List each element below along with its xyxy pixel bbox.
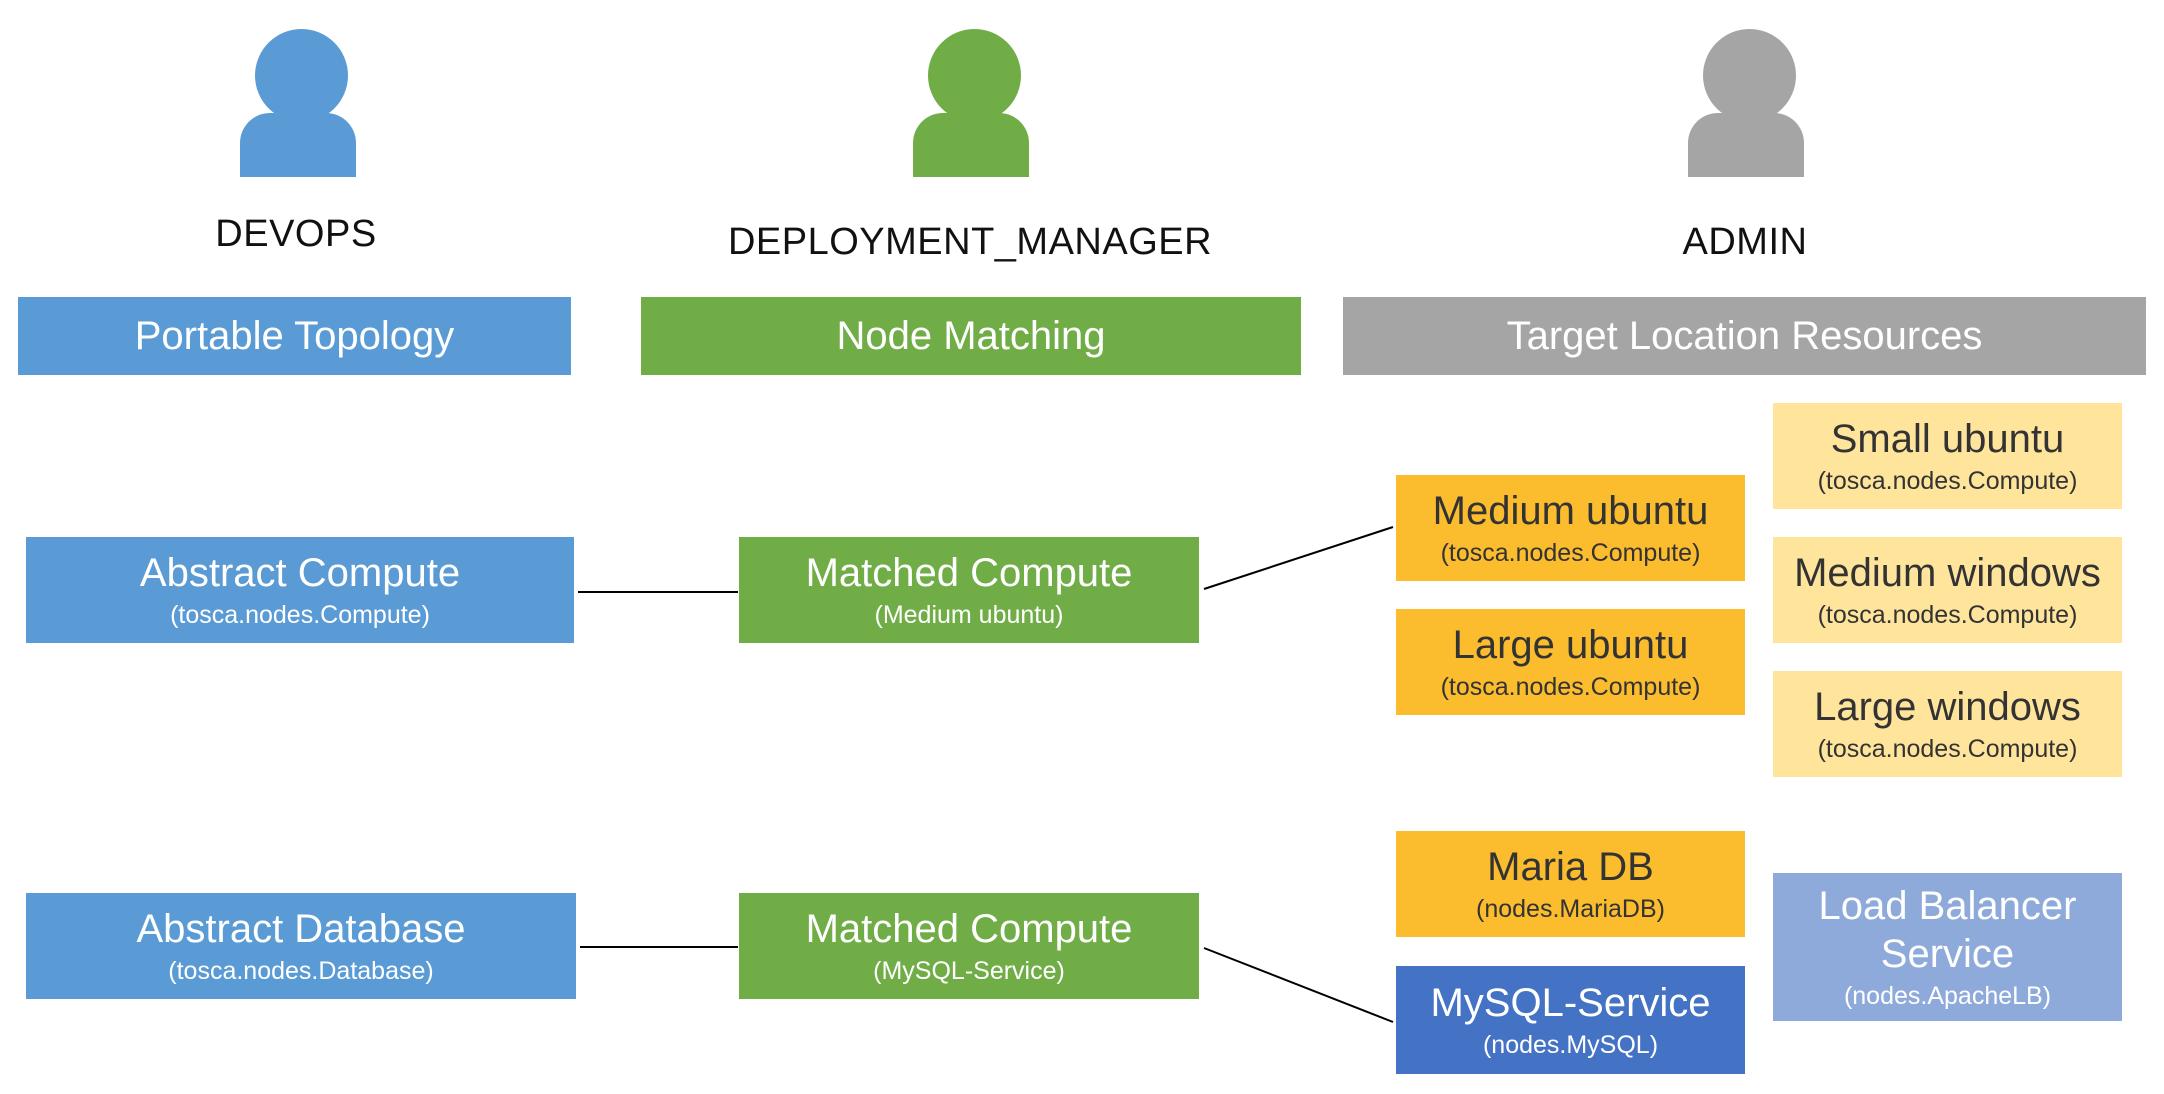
- role-label-devops: DEVOPS: [215, 213, 377, 255]
- admin-person-icon: [1688, 29, 1808, 177]
- resource-title: MySQL-Service: [1430, 981, 1711, 1025]
- role-label-deployment-manager: DEPLOYMENT_MANAGER: [727, 221, 1213, 263]
- resource-type: (nodes.MySQL): [1482, 1031, 1659, 1059]
- resource-medium-ubuntu[interactable]: Medium ubuntu (tosca.nodes.Compute): [1396, 475, 1745, 581]
- header-portable-topology: Portable Topology: [18, 297, 571, 375]
- abstract-database-title: Abstract Database: [136, 907, 466, 951]
- resource-large-ubuntu[interactable]: Large ubuntu (tosca.nodes.Compute): [1396, 609, 1745, 715]
- resource-maria-db[interactable]: Maria DB (nodes.MariaDB): [1396, 831, 1745, 937]
- link-matched-database-to-mysql: [1203, 947, 1394, 1023]
- resource-title: Large windows: [1814, 685, 2081, 729]
- resource-type: (nodes.MariaDB): [1476, 895, 1665, 923]
- resource-type: (tosca.nodes.Compute): [1817, 601, 2078, 629]
- abstract-compute-title: Abstract Compute: [139, 551, 461, 595]
- matched-database-node[interactable]: Matched Compute (MySQL-Service): [739, 893, 1199, 999]
- abstract-compute-type: (tosca.nodes.Compute): [170, 601, 430, 629]
- deployment-manager-person-icon: [913, 29, 1033, 177]
- resource-title: Large ubuntu: [1452, 623, 1689, 667]
- resource-type: (nodes.ApacheLB): [1843, 982, 2052, 1010]
- matched-compute-node[interactable]: Matched Compute (Medium ubuntu): [739, 537, 1199, 643]
- header-target-location-resources: Target Location Resources: [1343, 297, 2146, 375]
- matched-database-title: Matched Compute: [805, 907, 1133, 951]
- header-node-matching: Node Matching: [641, 297, 1301, 375]
- matched-compute-type: (Medium ubuntu): [874, 601, 1064, 629]
- resource-medium-windows[interactable]: Medium windows (tosca.nodes.Compute): [1773, 537, 2122, 643]
- resource-type: (tosca.nodes.Compute): [1440, 673, 1701, 701]
- abstract-database-type: (tosca.nodes.Database): [168, 957, 434, 985]
- resource-large-windows[interactable]: Large windows (tosca.nodes.Compute): [1773, 671, 2122, 777]
- resource-title: Load Balancer Service: [1818, 884, 2077, 976]
- matched-compute-title: Matched Compute: [805, 551, 1133, 595]
- resource-type: (tosca.nodes.Compute): [1440, 539, 1701, 567]
- abstract-database-node[interactable]: Abstract Database (tosca.nodes.Database): [26, 893, 576, 999]
- abstract-compute-node[interactable]: Abstract Compute (tosca.nodes.Compute): [26, 537, 574, 643]
- resource-title: Small ubuntu: [1830, 417, 2065, 461]
- link-matched-compute-to-medium-ubuntu: [1203, 526, 1394, 590]
- resource-title: Maria DB: [1487, 845, 1654, 889]
- resource-type: (tosca.nodes.Compute): [1817, 735, 2078, 763]
- resource-title: Medium windows: [1794, 551, 2101, 595]
- resource-type: (tosca.nodes.Compute): [1817, 467, 2078, 495]
- resource-title: Medium ubuntu: [1432, 489, 1709, 533]
- devops-person-icon: [240, 29, 360, 177]
- resource-mysql-service[interactable]: MySQL-Service (nodes.MySQL): [1396, 966, 1745, 1074]
- resource-load-balancer[interactable]: Load Balancer Service (nodes.ApacheLB): [1773, 873, 2122, 1021]
- resource-small-ubuntu[interactable]: Small ubuntu (tosca.nodes.Compute): [1773, 403, 2122, 509]
- role-label-admin: ADMIN: [1682, 221, 1808, 263]
- matched-database-type: (MySQL-Service): [873, 957, 1065, 985]
